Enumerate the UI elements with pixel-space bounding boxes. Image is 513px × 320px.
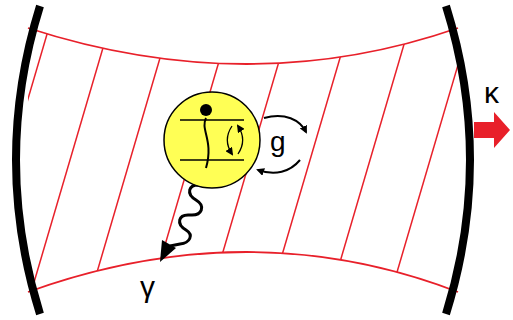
beam-edge bbox=[28, 252, 458, 292]
coupling-label: g bbox=[270, 128, 286, 156]
coupling-arrow bbox=[258, 160, 300, 173]
decay-line bbox=[204, 118, 208, 168]
atom-state-dot bbox=[200, 104, 212, 116]
energy-level bbox=[180, 159, 244, 161]
atom-circle bbox=[164, 92, 260, 188]
emission-arrowhead bbox=[160, 240, 176, 262]
cavity-mirror bbox=[446, 6, 470, 314]
emission-label: γ bbox=[140, 272, 155, 302]
transition-arrow bbox=[228, 126, 233, 154]
cavity-loss-label: κ bbox=[484, 78, 499, 108]
beam-edge bbox=[28, 28, 458, 64]
energy-level bbox=[180, 119, 244, 121]
loss-arrow bbox=[474, 112, 510, 148]
transition-arrow bbox=[238, 126, 243, 154]
cavity-mirror bbox=[16, 6, 40, 314]
